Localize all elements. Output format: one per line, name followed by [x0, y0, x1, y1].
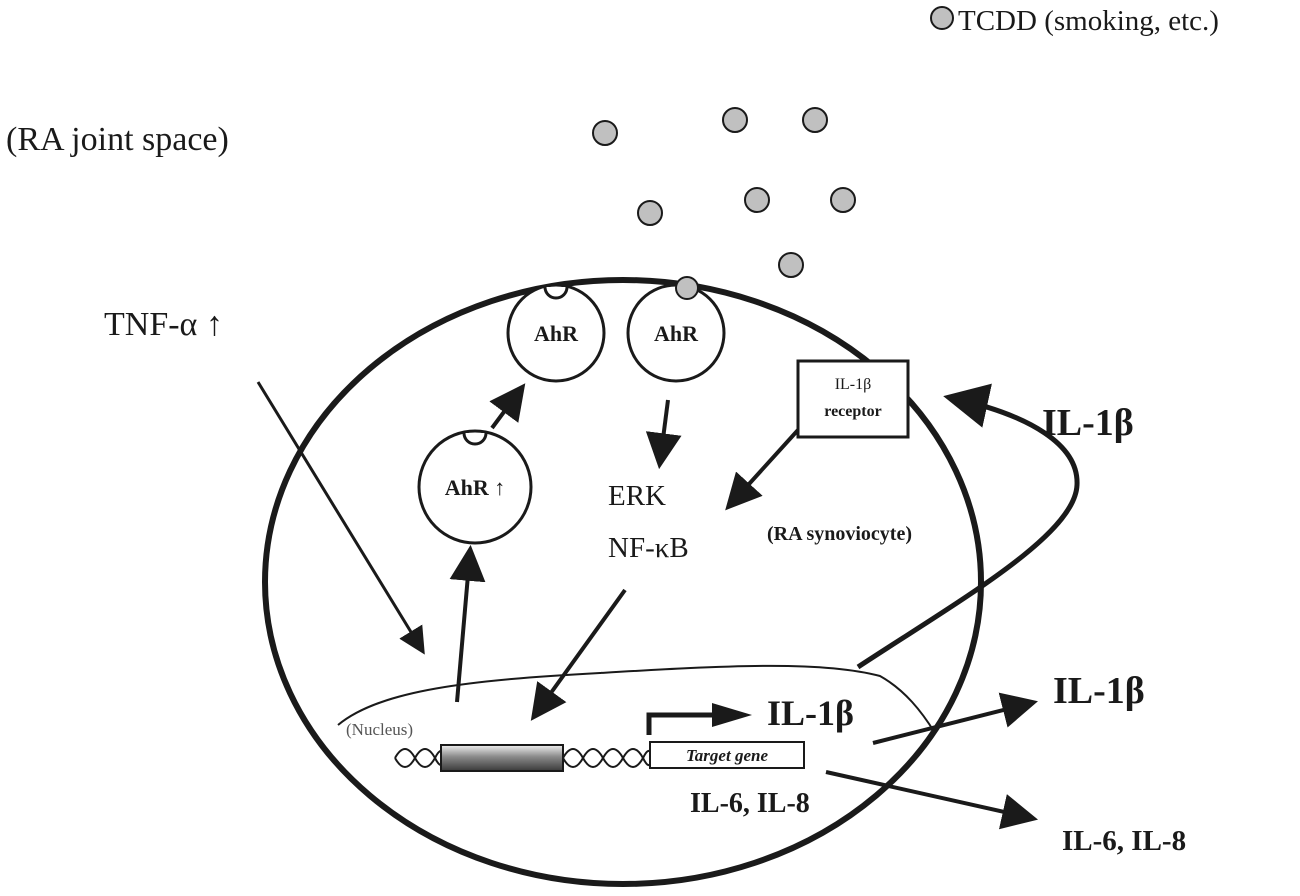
legend: TCDD (smoking, etc.) — [930, 5, 1219, 37]
tcdd-particle — [778, 252, 804, 278]
joint-space-label: (RA joint space) — [6, 121, 229, 158]
nucleus-membrane — [337, 664, 936, 734]
dna-strand — [394, 748, 651, 768]
tcdd-particle — [592, 120, 618, 146]
cell-label: (RA synoviocyte) — [767, 523, 912, 545]
tcdd-legend-marker — [930, 6, 954, 30]
il1b-receptor-line1: IL-1β — [835, 376, 872, 393]
tnf-alpha-label: TNF-α ↑ — [104, 306, 223, 343]
tcdd-particle — [802, 107, 828, 133]
il1b-receptor-line2: receptor — [824, 403, 881, 420]
ahr-up-to-membrane-arrow — [489, 383, 526, 430]
il1b-secretion-arrow — [872, 692, 1038, 745]
tcdd-particle — [637, 200, 663, 226]
receptor-to-erk-arrow — [725, 428, 800, 511]
promoter-region — [440, 744, 564, 772]
tcdd-particle — [722, 107, 748, 133]
ahr-receptor-empty: AhR — [506, 283, 606, 383]
il1b-feedback-arrow — [856, 383, 1080, 670]
transcription-arrowhead — [712, 703, 752, 727]
ahr-to-erk-arrow — [645, 399, 682, 470]
bound-tcdd — [675, 276, 699, 300]
ahr-label: AhR — [534, 321, 579, 346]
tnf-to-nucleus-arrow — [256, 381, 425, 655]
nucleus-to-ahr-arrow — [449, 544, 486, 703]
feedback-il1b-label: IL-1β — [1042, 402, 1134, 444]
target-gene-box: Target gene — [649, 741, 805, 769]
ahr-up-label: AhR ↑ — [445, 475, 506, 500]
tcdd-particles — [592, 107, 856, 278]
transcription-arrow — [646, 712, 715, 735]
nucleus-label: (Nucleus) — [346, 720, 413, 739]
legend-label: TCDD (smoking, etc.) — [958, 5, 1219, 37]
il1b-receptor-box: IL-1β receptor — [796, 359, 910, 439]
erk-label: ERK — [608, 480, 666, 512]
ahr-receptor-bound: AhR — [626, 276, 726, 383]
intracellular-cytokines-label: IL-6, IL-8 — [690, 788, 810, 819]
secreted-il1b-label: IL-1β — [1053, 670, 1145, 712]
ahr-receptor-upregulated: AhR ↑ — [417, 429, 533, 545]
tcdd-particle — [744, 187, 770, 213]
ahr-label: AhR — [654, 321, 699, 346]
nfkb-to-dna-arrow — [530, 588, 627, 721]
transcribed-il1b-label: IL-1β — [767, 693, 854, 733]
il6-il8-secretion-arrow — [825, 770, 1039, 830]
cell-membrane — [262, 277, 984, 887]
target-gene-label: Target gene — [686, 746, 768, 765]
tcdd-particle — [830, 187, 856, 213]
nfkb-label: NF-κB — [608, 532, 689, 564]
secreted-cytokines-label: IL-6, IL-8 — [1062, 825, 1186, 857]
